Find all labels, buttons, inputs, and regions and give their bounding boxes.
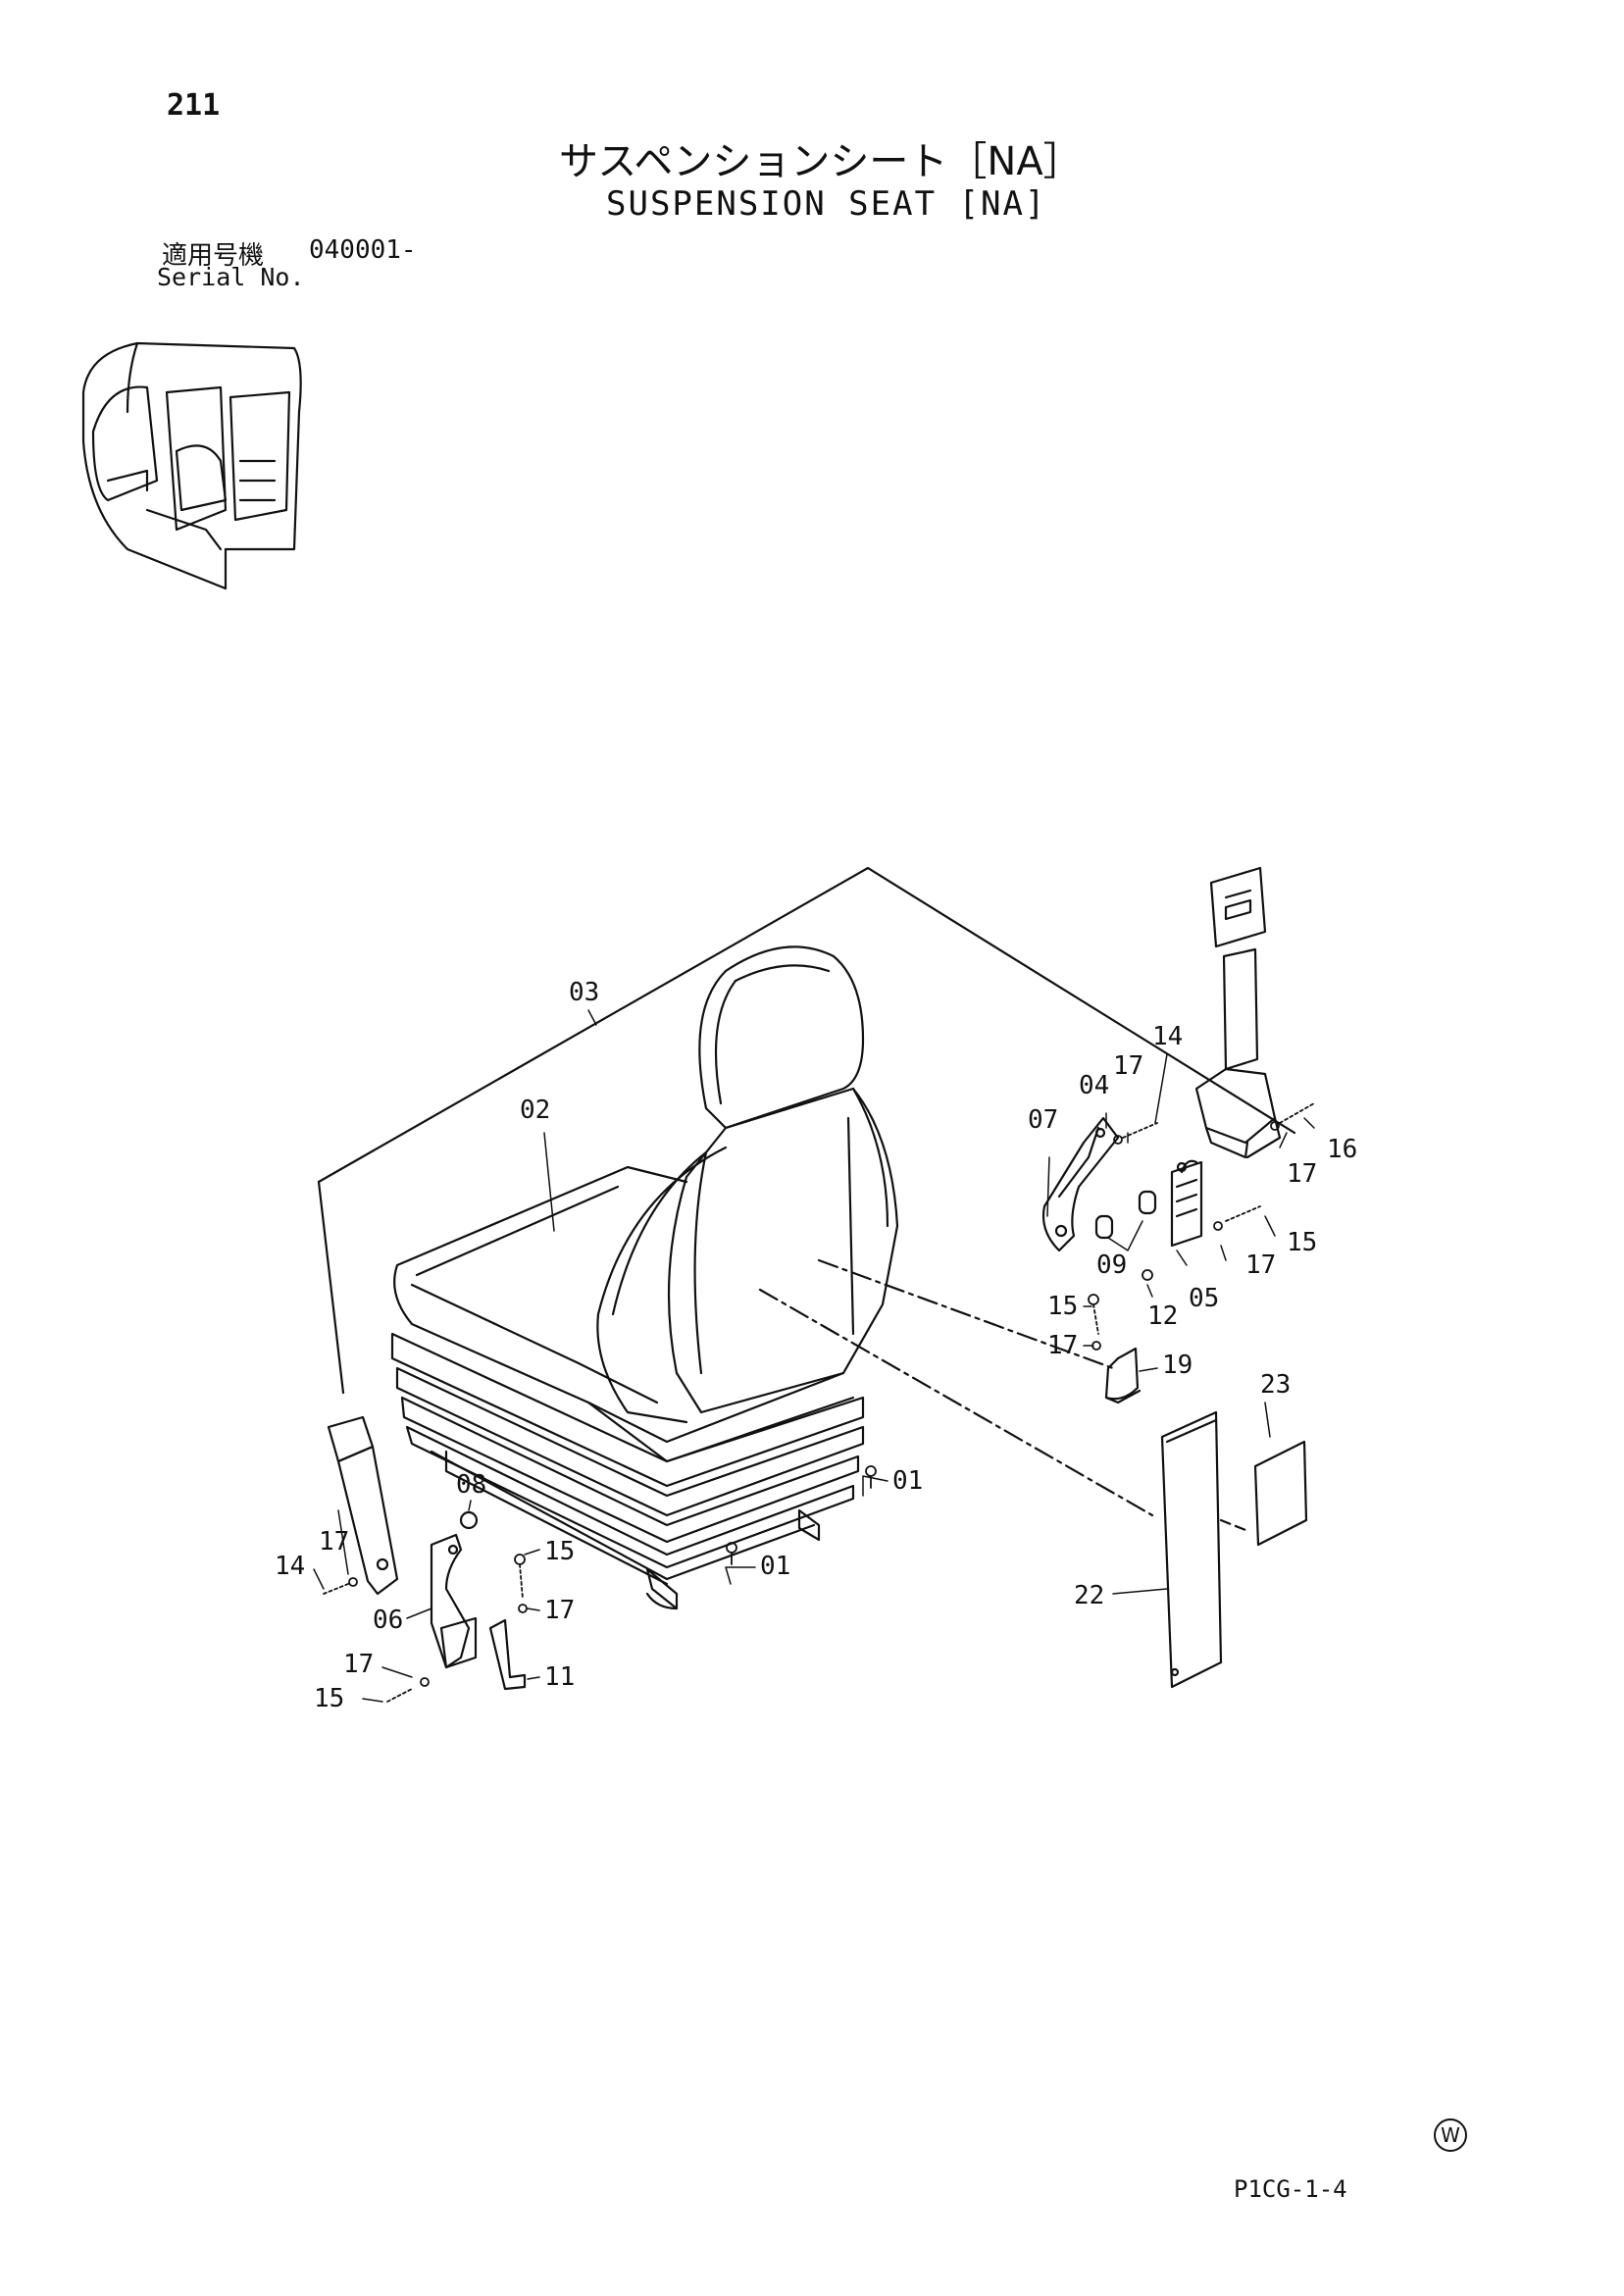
callout-15: 15 <box>1287 1228 1317 1257</box>
seatbelt-buckle-left <box>327 1415 479 1669</box>
callout-15: 15 <box>544 1537 575 1566</box>
circled-w-mark: W <box>1434 2118 1467 2152</box>
callout-17: 17 <box>343 1650 374 1679</box>
leader-line-23 <box>1219 1518 1247 1532</box>
callout-15: 15 <box>1047 1292 1078 1321</box>
page-title-japanese: サスペンションシート［NA］ <box>559 139 1083 184</box>
callout-05: 05 <box>1189 1284 1219 1313</box>
leader-line-19 <box>817 1258 1115 1370</box>
serial-label-english: Serial No. <box>157 263 305 291</box>
callout-02: 02 <box>520 1096 550 1125</box>
callout-17: 17 <box>1245 1250 1276 1280</box>
callout-17: 17 <box>1047 1331 1078 1360</box>
callout-03: 03 <box>569 978 599 1007</box>
bracket-04 <box>1041 1116 1120 1252</box>
callout-12: 12 <box>1147 1301 1178 1331</box>
page-number: 211 <box>167 88 221 123</box>
seatbelt-retractor-right <box>1194 866 1282 1159</box>
plate-23 <box>1253 1440 1308 1547</box>
cab-location-thumbnail <box>81 341 302 590</box>
callout-04: 04 <box>1079 1071 1109 1100</box>
callout-07: 07 <box>1028 1105 1058 1135</box>
callout-09: 09 <box>1096 1250 1127 1280</box>
assembly-outline-line <box>317 866 1296 1184</box>
callout-16: 16 <box>1327 1135 1357 1164</box>
callout-01: 01 <box>760 1552 790 1581</box>
seat-assembly <box>390 945 899 1610</box>
panel-22 <box>1160 1410 1223 1689</box>
callout-17: 17 <box>544 1596 575 1625</box>
buckle-05 <box>1170 1159 1203 1248</box>
callout-15: 15 <box>314 1684 344 1713</box>
callout-01: 01 <box>892 1466 923 1496</box>
callout-17: 17 <box>319 1527 349 1556</box>
serial-label-japanese: 適用号機 <box>162 241 265 271</box>
bracket-19 <box>1104 1347 1142 1404</box>
callout-17: 17 <box>1113 1051 1143 1081</box>
callout-23: 23 <box>1260 1370 1291 1400</box>
callout-17: 17 <box>1287 1159 1317 1189</box>
fasteners <box>323 1102 1315 1703</box>
callout-11: 11 <box>544 1662 575 1692</box>
spacers-09 <box>1094 1190 1157 1240</box>
callout-06: 06 <box>373 1606 403 1635</box>
assembly-outline-left <box>317 1180 345 1395</box>
callout-08: 08 <box>456 1470 486 1500</box>
callout-14: 14 <box>1152 1022 1183 1051</box>
callout-19: 19 <box>1162 1351 1193 1380</box>
callout-14: 14 <box>275 1552 305 1581</box>
page-title-english: SUSPENSION SEAT [NA] <box>606 184 1047 224</box>
callout-leaders <box>313 1009 1315 1703</box>
leader-line-22 <box>758 1288 1154 1517</box>
callout-22: 22 <box>1074 1581 1104 1610</box>
serial-number: 040001- <box>309 235 417 265</box>
bracket-11 <box>488 1618 527 1691</box>
reference-code: P1CG-1-4 <box>1234 2175 1347 2203</box>
